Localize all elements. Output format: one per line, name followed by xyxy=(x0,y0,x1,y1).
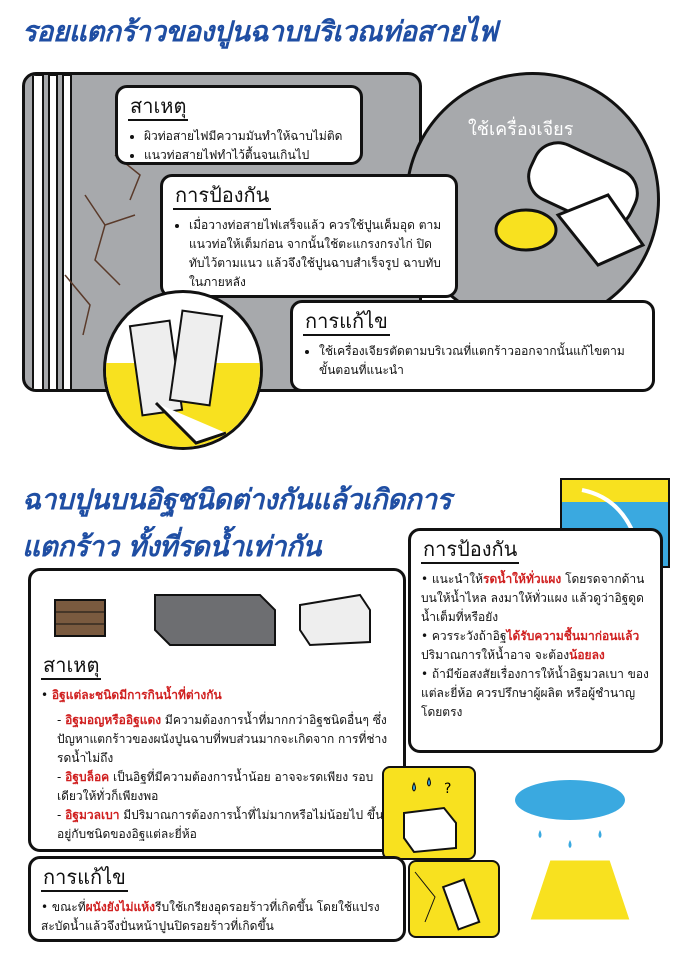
cause-item-1a: ผิวท่อสายไฟมีความมันทำให้ฉาบไม่ติด xyxy=(144,127,350,146)
prevent-heading-2: การป้องกัน xyxy=(421,537,520,564)
cause2-sub2-text: เป็นอิฐที่มีความต้องการน้ำน้อย อาจจะรดเพ… xyxy=(57,770,374,803)
rain-bricks-drawing xyxy=(515,780,631,921)
brick-pile-icon xyxy=(529,859,631,921)
prevent2-item1: • แนะนำให้รดน้ำให้ทั่วแผง โดยรดจากด้านบน… xyxy=(421,572,645,624)
prevent-card-2: การป้องกัน • แนะนำให้รดน้ำให้ทั่วแผง โดย… xyxy=(408,528,663,753)
cause2-sub3-text: มีปริมาณการต้องการน้ำที่ไม่มากหรือไม่น้อ… xyxy=(57,808,384,841)
fix-item-1: ใช้เครื่องเจียรตัดตามบริเวณที่แตกร้าวออก… xyxy=(319,342,642,380)
hands-drawing xyxy=(106,309,260,447)
cause-heading-1: สาเหตุ xyxy=(128,94,189,121)
cause2-sub3: อิฐมวลเบา มีปริมาณการต้องการน้ำที่ไม่มาก… xyxy=(57,806,393,844)
fix-heading-2: การแก้ไข xyxy=(41,865,128,892)
cause2-sub1: อิฐมอญหรืออิฐแดง มีความต้องการน้ำที่มากก… xyxy=(57,711,393,768)
grinder-drawing xyxy=(494,141,646,267)
hands-illustration xyxy=(103,290,263,450)
cause2-sub3-hl: อิฐมวลเบา xyxy=(65,808,120,822)
prevent2-item2-mid: ปริมาณการให้น้ำอาจ จะต้อง xyxy=(421,648,570,662)
prevent2-item3: • ถ้ามีข้อสงสัยเรื่องการให้น้ำอิฐมวลเบา … xyxy=(421,667,649,719)
cause2-bullet-text: อิฐแต่ละชนิดมีการกินน้ำที่ต่างกัน xyxy=(51,688,222,702)
cause-heading-2: สาเหตุ xyxy=(41,653,102,680)
fix2-item: • ขณะที่ผนังยังไม่แห้งรีบใช้เกรียงอุดรอย… xyxy=(41,900,380,933)
concrete-block-icon xyxy=(154,594,276,646)
cause2-bullet: • อิฐแต่ละชนิดมีการกินน้ำที่ต่างกัน xyxy=(41,688,222,702)
fix2-hl: ผนังยังไม่แห้ง xyxy=(85,900,156,914)
block-water-drawing: ? xyxy=(403,776,457,854)
prevent2-item1-hl: รดน้ำให้ทั่วแผง xyxy=(483,572,562,586)
prevent2-item3-text: ถ้ามีข้อสงสัยเรื่องการให้น้ำอิฐมวลเบา ขอ… xyxy=(421,667,649,719)
fix-card-1: การแก้ไข ใช้เครื่องเจียรตัดตามบริเวณที่แ… xyxy=(290,300,655,392)
fix2-pre: ขณะที่ xyxy=(51,900,86,914)
cause-item-1b: แนวท่อสายไฟทำไว้ตื้นจนเกินไป xyxy=(144,146,350,165)
cause2-sub2-hl: อิฐบล็อค xyxy=(65,770,110,784)
prevent2-item1-pre: แนะนำให้ xyxy=(431,572,483,586)
fix-card-2: การแก้ไข • ขณะที่ผนังยังไม่แห้งรีบใช้เกร… xyxy=(28,856,406,942)
cloud-icon xyxy=(515,780,625,820)
prevent-heading-1: การป้องกัน xyxy=(173,183,272,210)
svg-text:?: ? xyxy=(444,781,451,797)
cause-card-1: สาเหตุ ผิวท่อสายไฟมีความมันทำให้ฉาบไม่ติ… xyxy=(115,85,363,165)
wall-pipes-drawing xyxy=(32,75,141,389)
prevent2-item2: • ควรระวังถ้าอิฐได้รับความชื้นมาก่อนแล้ว… xyxy=(421,629,640,662)
fix-heading-1: การแก้ไข xyxy=(303,309,390,336)
bricks-drawing xyxy=(54,593,371,647)
red-brick-icon xyxy=(54,599,106,637)
prevent2-item2-hl2: น้อยลง xyxy=(569,648,605,662)
section2-title-line1: ฉาบปูนบนอิฐชนิดต่างกันแล้วเกิดการ xyxy=(22,483,452,516)
cause2-sub1-hl: อิฐมอญหรืออิฐแดง xyxy=(65,713,162,727)
cause2-sub2: อิฐบล็อค เป็นอิฐที่มีความต้องการน้ำน้อย … xyxy=(57,768,393,806)
prevent-item-1: เมื่อวางท่อสายไฟเสร็จแล้ว ควรใช้ปูนเค็มอ… xyxy=(189,216,445,292)
prevent2-item2-pre: ควรระวังถ้าอิฐ xyxy=(431,629,507,643)
section1-title: รอยแตกร้าวของปูนฉาบบริเวณท่อสายไฟ xyxy=(22,15,498,48)
lightweight-block-icon xyxy=(299,593,371,647)
section2-title-line2: แตกร้าว ทั้งที่รดน้ำเท่ากัน xyxy=(22,530,321,563)
prevent2-item1-post: โดยรดจากด้านบนให้น้ำไหล ลงมาให้ทั่วแผง แ… xyxy=(421,572,645,624)
prevent-card-1: การป้องกัน เมื่อวางท่อสายไฟเสร็จแล้ว ควร… xyxy=(160,174,458,298)
grinder-label: ใช้เครื่องเจียร xyxy=(468,119,574,140)
trowel-drawing xyxy=(414,871,481,931)
fix2-post: รีบใช้เกรียงอุดรอยร้าวที่เกิดขึ้น โดยใช้… xyxy=(41,900,380,933)
prevent2-item2-hl: ได้รับความชื้นมาก่อนแล้ว xyxy=(506,629,640,643)
cause2-sub1-text: มีความต้องการน้ำที่มากกว่าอิฐชนิดอื่นๆ ซ… xyxy=(57,713,388,765)
trowel-illustration xyxy=(408,860,500,938)
block-water-illustration: ? xyxy=(382,766,476,860)
